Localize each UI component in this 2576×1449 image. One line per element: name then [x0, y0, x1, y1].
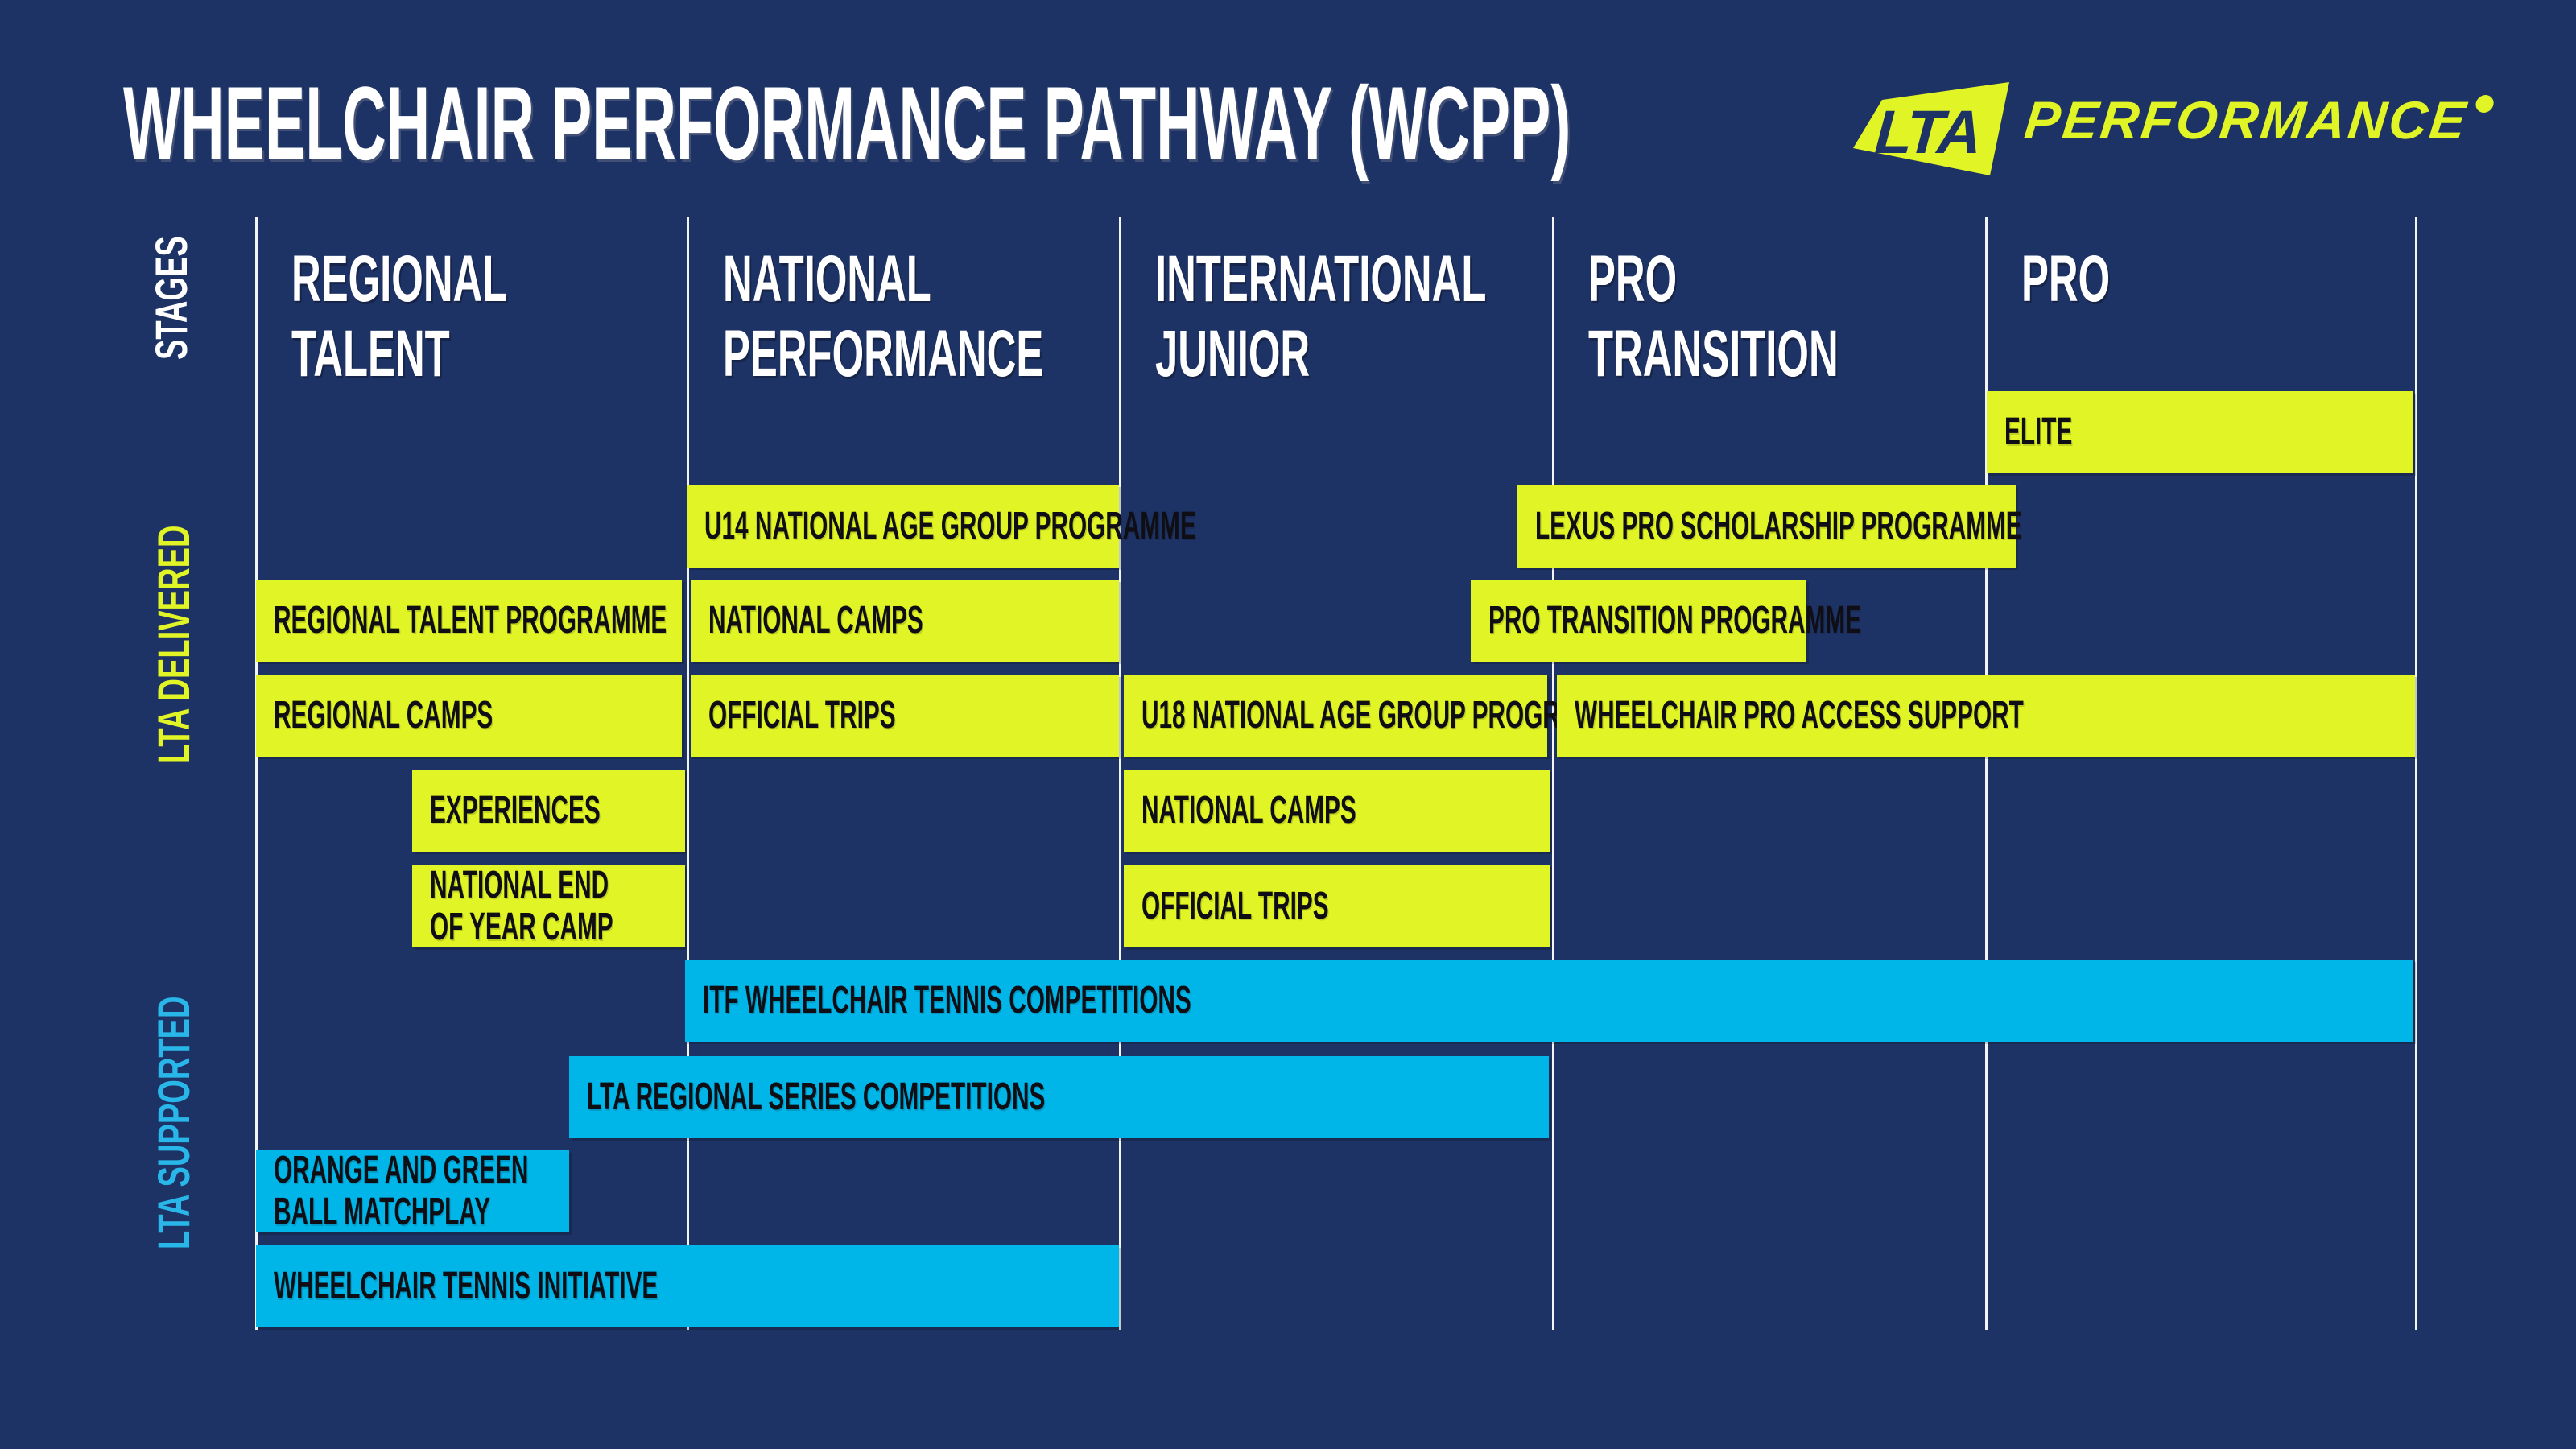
stage-header-text: PERFORMANCE	[723, 317, 1044, 390]
stage-divider-2	[687, 217, 689, 1330]
bar-label: NATIONAL END	[430, 863, 609, 906]
bar-pro-transition-programme: PRO TRANSITION PROGRAMME	[1471, 580, 1861, 662]
bar-label: ELITE	[2004, 411, 2073, 453]
bar-national-camps-intl-junior: NATIONAL CAMPS	[1124, 770, 1550, 852]
bar-wheelchair-pro-access-support: WHEELCHAIR PRO ACCESS SUPPORT	[1557, 675, 2415, 757]
bar-label: LTA REGIONAL SERIES COMPETITIONS	[587, 1075, 1046, 1118]
bar-regional-talent-programme: REGIONAL TALENT PROGRAMME	[256, 580, 682, 662]
side-label-stages: STAGES	[146, 178, 196, 360]
bar-label: WHEELCHAIR PRO ACCESS SUPPORT	[1575, 694, 2024, 737]
bar-label: NATIONAL CAMPS	[1141, 789, 1356, 832]
bar-regional-camps: REGIONAL CAMPS	[256, 675, 682, 757]
bar-label: OFFICIAL TRIPS	[1141, 884, 1329, 927]
bar-national-camps-national-perf: NATIONAL CAMPS	[691, 580, 1119, 662]
lta-performance-logo: LTA PERFORMANCE	[1852, 80, 2495, 193]
bar-official-trips-national-perf: OFFICIAL TRIPS	[691, 675, 1119, 757]
bar-label: OF YEAR CAMP	[430, 905, 613, 948]
bar-elite: ELITE	[1987, 391, 2413, 473]
page-title: WHEELCHAIR PERFORMANCE PATHWAY (WCPP)	[123, 71, 2576, 175]
bar-lta-regional-series-competitions: LTA REGIONAL SERIES COMPETITIONS	[569, 1056, 1549, 1138]
logo-dot-icon	[2475, 95, 2495, 113]
bar-u14-national-age-group-programme: U14 NATIONAL AGE GROUP PROGRAMME	[687, 485, 1196, 568]
bar-label: U18 NATIONAL AGE GROUP PROGRAMME	[1141, 694, 1633, 737]
stage-header-text: NATIONAL	[723, 242, 931, 316]
bar-itf-wheelchair-tennis-competitions: ITF WHEELCHAIR TENNIS COMPETITIONS	[685, 960, 2413, 1042]
bar-label: REGIONAL CAMPS	[274, 694, 493, 737]
bar-label: BALL MATCHPLAY	[274, 1191, 490, 1233]
stage-divider-3	[1119, 217, 1121, 1330]
bar-label: ORANGE AND GREEN	[274, 1149, 529, 1191]
side-label-stages-text: STAGES	[146, 236, 196, 360]
bar-label: U14 NATIONAL AGE GROUP PROGRAMME	[704, 504, 1196, 547]
bar-label: OFFICIAL TRIPS	[708, 694, 896, 737]
stage-header-text: REGIONAL	[291, 242, 508, 316]
bar-wheelchair-tennis-initiative: WHEELCHAIR TENNIS INITIATIVE	[256, 1245, 1119, 1327]
stage-header-text: TRANSITION	[1588, 317, 1839, 390]
bar-label: PRO TRANSITION PROGRAMME	[1488, 599, 1861, 642]
performance-wordmark: PERFORMANCE	[2021, 90, 2495, 150]
stage-divider-5	[1985, 217, 1988, 1330]
page-title-text: WHEELCHAIR PERFORMANCE PATHWAY (WCPP)	[123, 64, 1571, 182]
side-label-lta-supported-text: LTA SUPPORTED	[148, 996, 199, 1249]
bar-label: EXPERIENCES	[430, 789, 601, 832]
bar-label: ITF WHEELCHAIR TENNIS COMPETITIONS	[703, 979, 1191, 1022]
stage-header-text: PRO	[1588, 242, 1678, 316]
bar-label: REGIONAL TALENT PROGRAMME	[274, 599, 667, 642]
bar-experiences: EXPERIENCES	[412, 770, 685, 852]
side-label-lta-delivered: LTA DELIVERED	[148, 413, 199, 763]
performance-wordmark-text: PERFORMANCE	[2021, 90, 2471, 150]
bar-label: NATIONAL CAMPS	[708, 599, 923, 642]
bar-official-trips-intl-junior: OFFICIAL TRIPS	[1124, 865, 1550, 947]
bar-u18-national-age-group-programme: U18 NATIONAL AGE GROUP PROGRAMME	[1124, 675, 1633, 757]
side-label-lta-supported: LTA SUPPORTED	[148, 877, 199, 1249]
stage-header-text: PRO	[2021, 242, 2111, 316]
stage-divider-6	[2415, 217, 2417, 1330]
stage-header-text: INTERNATIONAL	[1155, 242, 1487, 316]
svg-text:LTA: LTA	[1873, 98, 1983, 167]
bar-label: LEXUS PRO SCHOLARSHIP PROGRAMME	[1535, 504, 2022, 547]
bar-lexus-pro-scholarship-programme: LEXUS PRO SCHOLARSHIP PROGRAMME	[1517, 485, 2022, 568]
bar-label: WHEELCHAIR TENNIS INITIATIVE	[274, 1265, 658, 1307]
lta-logo-icon: LTA	[1853, 82, 2009, 175]
stage-divider-4	[1552, 217, 1554, 1330]
stage-divider-1	[255, 217, 258, 1330]
stage-header-text: TALENT	[291, 317, 450, 390]
stage-header-pro: PRO	[2021, 242, 2165, 316]
side-label-lta-delivered-text: LTA DELIVERED	[148, 525, 199, 763]
stage-header-text: JUNIOR	[1155, 317, 1311, 390]
